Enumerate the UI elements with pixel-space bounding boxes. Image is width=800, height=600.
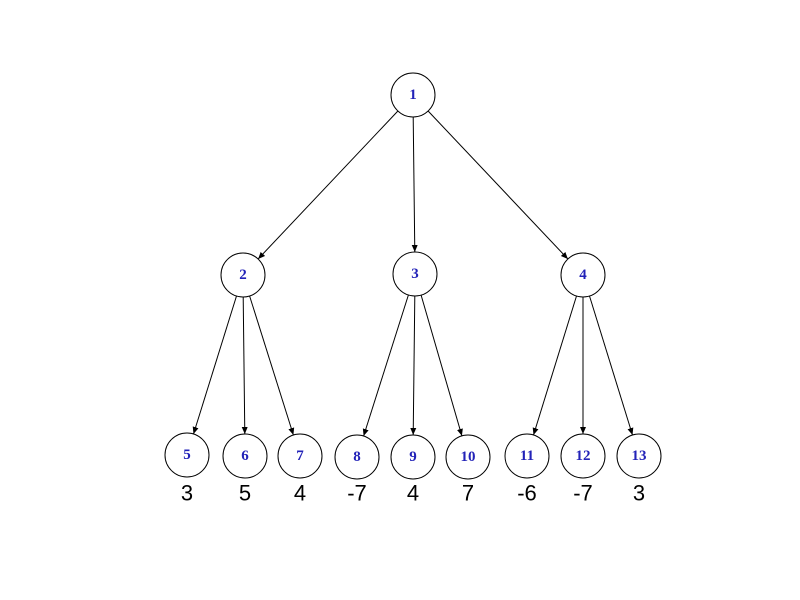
leaf-value-7: 4 <box>294 481 306 506</box>
node-label-13: 13 <box>632 448 647 464</box>
tree-edge-2-6 <box>241 296 248 435</box>
node-label-9: 9 <box>409 449 417 465</box>
tree-node-3: 3 <box>392 251 438 297</box>
node-circle-5 <box>164 432 210 478</box>
node-label-8: 8 <box>353 449 361 465</box>
tree-node-6: 6 <box>222 433 268 479</box>
node-circle-2 <box>220 252 266 298</box>
tree-edge-2-5 <box>192 295 237 435</box>
leaf-value-11: -6 <box>517 481 537 506</box>
node-label-4: 4 <box>579 267 587 283</box>
node-label-11: 11 <box>520 448 534 464</box>
tree-node-13: 13 <box>616 433 662 479</box>
node-label-5: 5 <box>183 447 191 463</box>
node-label-6: 6 <box>241 448 249 464</box>
tree-node-2: 2 <box>220 252 266 298</box>
leaf-value-5: 3 <box>181 481 193 506</box>
node-label-1: 1 <box>409 87 417 103</box>
node-circle-11 <box>504 433 550 479</box>
tree-node-1: 1 <box>390 72 436 118</box>
tree-node-11: 11 <box>504 433 550 479</box>
node-circle-1 <box>390 72 436 118</box>
node-circle-3 <box>392 251 438 297</box>
node-circle-6 <box>222 433 268 479</box>
tree-edge-3-10 <box>420 294 463 437</box>
tree-edge-3-9 <box>410 295 417 436</box>
node-circle-7 <box>277 433 323 479</box>
tree-edge-1-3 <box>411 116 418 253</box>
node-circle-4 <box>560 252 606 298</box>
node-circle-8 <box>334 434 380 480</box>
tree-edge-2-7 <box>249 295 295 436</box>
leaf-value-layer: 3 5 4 -7 4 7 -6 -7 3 <box>181 481 645 506</box>
tree-node-8: 8 <box>334 434 380 480</box>
tree-edge-4-11 <box>532 295 577 436</box>
edge-layer <box>192 110 634 437</box>
tree-node-9: 9 <box>390 434 436 480</box>
node-label-10: 10 <box>461 449 476 465</box>
leaf-value-8: -7 <box>347 481 367 506</box>
node-label-7: 7 <box>296 448 304 464</box>
node-circle-12 <box>560 433 606 479</box>
node-label-2: 2 <box>239 267 247 283</box>
leaf-value-6: 5 <box>239 481 251 506</box>
tree-edge-1-4 <box>427 110 569 260</box>
leaf-value-12: -7 <box>573 481 593 506</box>
tree-edge-3-8 <box>362 294 409 437</box>
tree-node-7: 7 <box>277 433 323 479</box>
tree-node-10: 10 <box>445 434 491 480</box>
leaf-value-9: 4 <box>407 481 419 506</box>
tree-node-12: 12 <box>560 433 606 479</box>
node-circle-9 <box>390 434 436 480</box>
tree-node-4: 4 <box>560 252 606 298</box>
node-circle-13 <box>616 433 662 479</box>
node-circle-10 <box>445 434 491 480</box>
leaf-value-10: 7 <box>462 481 474 506</box>
tree-edge-4-13 <box>589 295 634 436</box>
node-label-12: 12 <box>576 448 591 464</box>
tree-node-5: 5 <box>164 432 210 478</box>
leaf-value-13: 3 <box>633 481 645 506</box>
node-label-3: 3 <box>411 266 419 282</box>
tree-edge-1-2 <box>257 110 399 260</box>
